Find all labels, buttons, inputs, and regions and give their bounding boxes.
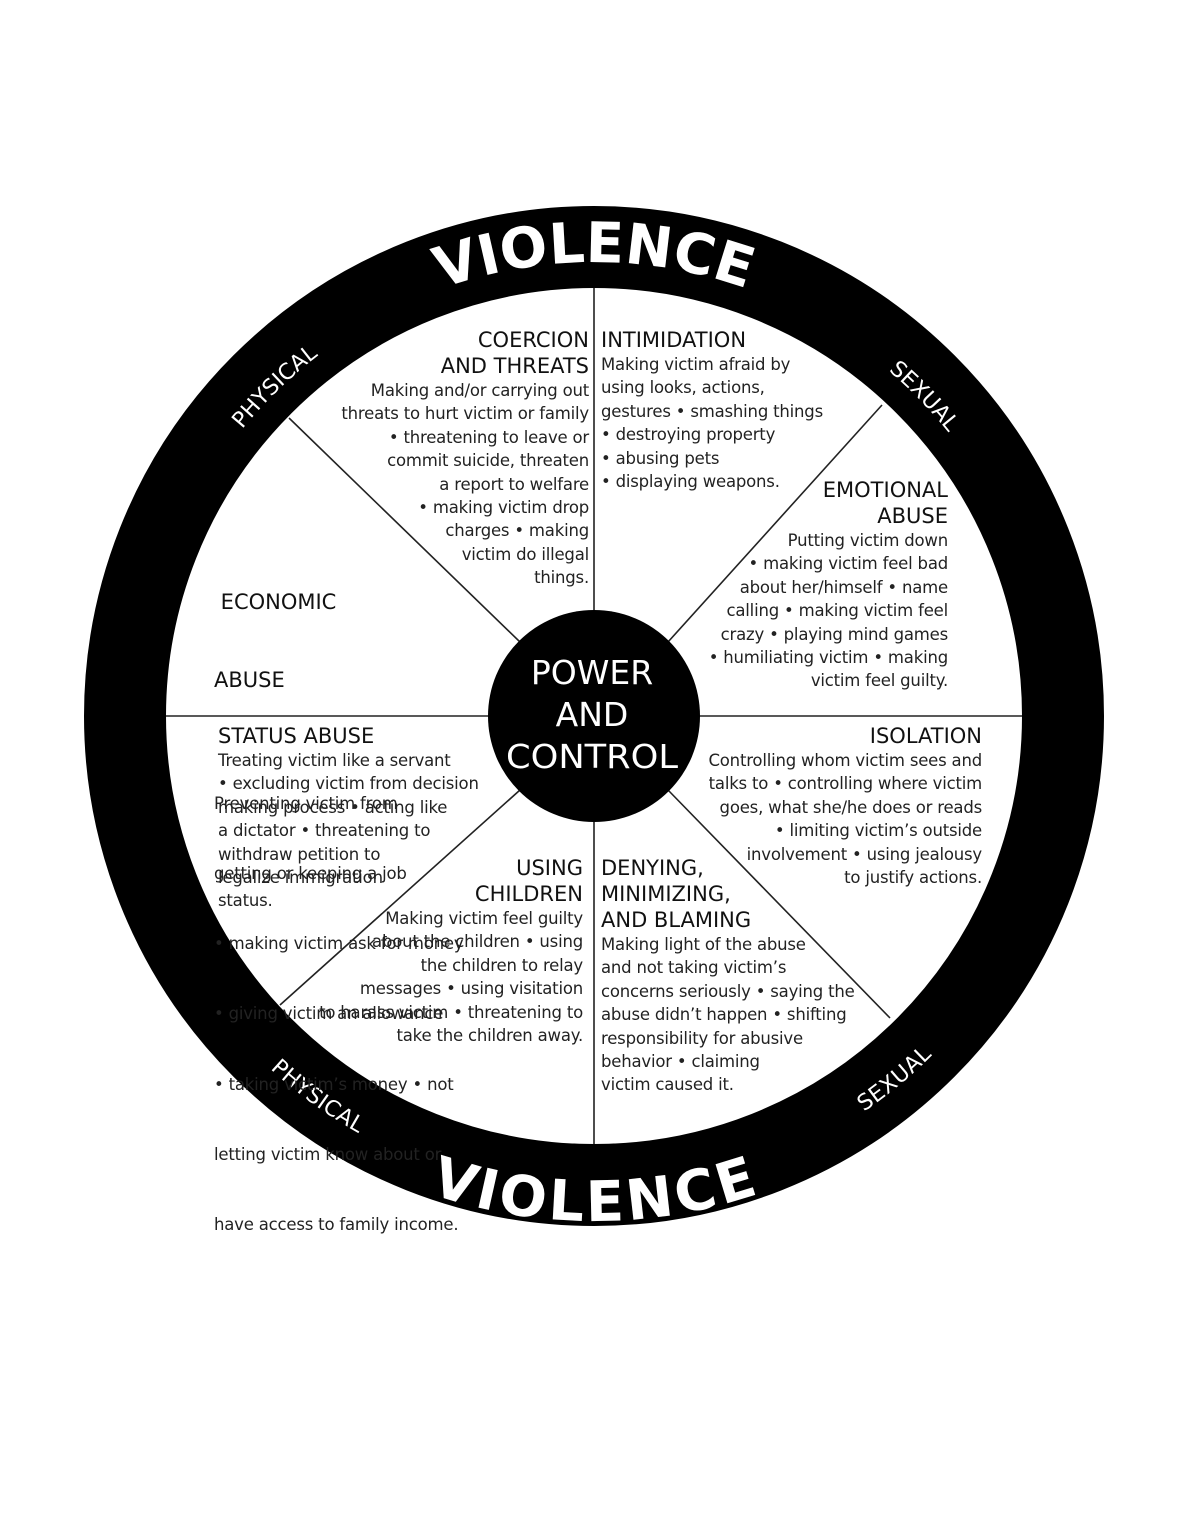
text-line: to harass victim • threatening to bbox=[319, 1002, 583, 1022]
text-line: take the children away. bbox=[396, 1026, 584, 1046]
text-line: • abusing pets bbox=[601, 448, 720, 468]
text-line: victim caused it. bbox=[601, 1075, 734, 1095]
title-line: STATUS ABUSE bbox=[218, 724, 375, 748]
text-line: Making light of the abuse bbox=[601, 935, 806, 954]
text-line: goes, what she/he does or reads bbox=[719, 797, 983, 817]
segment-using-children: USING CHILDREN Making victim feel guilty… bbox=[319, 855, 583, 1047]
text-line: Making and/or carrying out bbox=[370, 381, 589, 400]
title-line: AND THREATS bbox=[440, 354, 589, 378]
text-line: involvement • using jealousy bbox=[746, 844, 983, 864]
title-line: COERCION bbox=[477, 328, 589, 352]
text-line: about the children • using bbox=[372, 932, 583, 952]
segment-title: COERCION AND THREATS bbox=[341, 327, 589, 379]
text-line: • taking victim’s money • not bbox=[214, 1074, 454, 1094]
segment-title: ISOLATION bbox=[708, 723, 982, 749]
center-line-1: POWER bbox=[531, 653, 653, 692]
text-line: making process • acting like bbox=[218, 797, 448, 817]
text-line: Putting victim down bbox=[787, 531, 949, 550]
text-line: • displaying weapons. bbox=[601, 472, 780, 492]
title-line: ECONOMIC bbox=[214, 589, 337, 614]
text-line: things. bbox=[534, 568, 589, 588]
segment-coercion-and-threats: COERCION AND THREATS Making and/or carry… bbox=[341, 327, 589, 590]
text-line: getting or keeping a job bbox=[214, 863, 407, 883]
segment-emotional-abuse: EMOTIONAL ABUSE Putting victim down • ma… bbox=[709, 477, 948, 693]
segment-title: USING CHILDREN bbox=[319, 855, 583, 907]
outer-ring bbox=[84, 206, 1104, 1226]
text-line: Controlling whom victim sees and bbox=[708, 751, 982, 770]
text-line: and not taking victim’s bbox=[601, 958, 787, 978]
text-line: victim feel guilty. bbox=[810, 671, 948, 691]
text-line: using looks, actions, bbox=[601, 378, 765, 398]
text-line: the children to relay bbox=[420, 955, 584, 975]
text-line: • destroying property bbox=[601, 425, 776, 445]
text-line: about her/himself • name bbox=[739, 577, 948, 597]
segment-title: EMOTIONAL ABUSE bbox=[709, 477, 948, 529]
center-line-3: CONTROL bbox=[506, 737, 679, 776]
text-line: withdraw petition to bbox=[218, 844, 381, 864]
center-line-2: AND bbox=[556, 695, 629, 734]
text-line: • making victim drop bbox=[418, 498, 589, 518]
text-line: abuse didn’t happen • shifting bbox=[601, 1005, 847, 1025]
segment-intimidation: INTIMIDATION Making victim afraid by usi… bbox=[601, 327, 823, 493]
text-line: talks to • controlling where victim bbox=[708, 774, 983, 794]
title-line: EMOTIONAL bbox=[822, 478, 948, 502]
segment-title: STATUS ABUSE bbox=[218, 723, 479, 749]
text-line: threats to hurt victim or family bbox=[341, 404, 589, 424]
title-line: CHILDREN bbox=[474, 882, 583, 906]
text-line: responsibility for abusive bbox=[601, 1028, 803, 1048]
text-line: Making victim feel guilty bbox=[385, 909, 583, 928]
spokes bbox=[166, 288, 1022, 1144]
text-line: commit suicide, threaten bbox=[387, 451, 589, 471]
text-line: • threatening to leave or bbox=[388, 427, 589, 447]
text-line: a report to welfare bbox=[439, 474, 589, 494]
text-line: Preventing victim from bbox=[214, 793, 398, 813]
text-line: • limiting victim’s outside bbox=[774, 821, 982, 841]
text-line: • giving victim an allowance bbox=[214, 1004, 444, 1024]
text-line: gestures • smashing things bbox=[601, 401, 823, 421]
text-line: • humiliating victim • making bbox=[708, 648, 948, 668]
segment-title: INTIMIDATION bbox=[601, 327, 823, 353]
text-line: have access to family income. bbox=[214, 1214, 459, 1234]
text-line: concerns seriously • saying the bbox=[601, 981, 855, 1001]
segment-economic-abuse: ECONOMIC ABUSE Preventing victim from ge… bbox=[214, 490, 464, 1260]
spoke-bottom-right bbox=[667, 789, 891, 1019]
text-line: Treating victim like a servant bbox=[218, 751, 451, 770]
text-line: to justify actions. bbox=[844, 868, 982, 888]
text-line: a dictator • threatening to bbox=[218, 821, 431, 841]
text-line: charges • making bbox=[445, 521, 589, 541]
text-line: • making victim feel bad bbox=[748, 554, 949, 574]
spoke-top-right bbox=[667, 404, 883, 643]
segment-denying-minimizing-blaming: DENYING, MINIMIZING, AND BLAMING Making … bbox=[601, 855, 855, 1097]
title-line: ABUSE bbox=[214, 667, 285, 692]
segment-status-abuse: STATUS ABUSE Treating victim like a serv… bbox=[218, 723, 479, 913]
text-line: • excluding victim from decision bbox=[218, 774, 479, 794]
spoke-top-left bbox=[288, 417, 521, 643]
title-line: USING bbox=[516, 856, 583, 880]
title-line: ABUSE bbox=[877, 504, 948, 528]
text-line: calling • making victim feel bbox=[726, 601, 949, 621]
text-line: letting victim know about or bbox=[214, 1144, 442, 1164]
title-line: AND BLAMING bbox=[601, 908, 752, 932]
title-line: ISOLATION bbox=[869, 724, 982, 748]
segment-isolation: ISOLATION Controlling whom victim sees a… bbox=[708, 723, 982, 889]
text-line: behavior • claiming bbox=[601, 1052, 760, 1072]
title-line: DENYING, bbox=[601, 856, 704, 880]
title-line: INTIMIDATION bbox=[601, 328, 747, 352]
text-line: legalize immigration bbox=[218, 868, 383, 888]
text-line: crazy • playing mind games bbox=[720, 624, 949, 644]
segment-title: ECONOMIC ABUSE bbox=[214, 537, 463, 745]
title-line: MINIMIZING, bbox=[601, 882, 731, 906]
text-line: • making victim ask for money bbox=[214, 934, 464, 954]
text-line: victim do illegal bbox=[461, 544, 589, 564]
text-line: Making victim afraid by bbox=[601, 355, 791, 374]
center-hub bbox=[488, 610, 700, 822]
spoke-bottom-left bbox=[279, 789, 521, 1006]
segment-title: DENYING, MINIMIZING, AND BLAMING bbox=[601, 855, 855, 933]
text-line: messages • using visitation bbox=[359, 979, 583, 999]
text-line: status. bbox=[218, 891, 273, 911]
